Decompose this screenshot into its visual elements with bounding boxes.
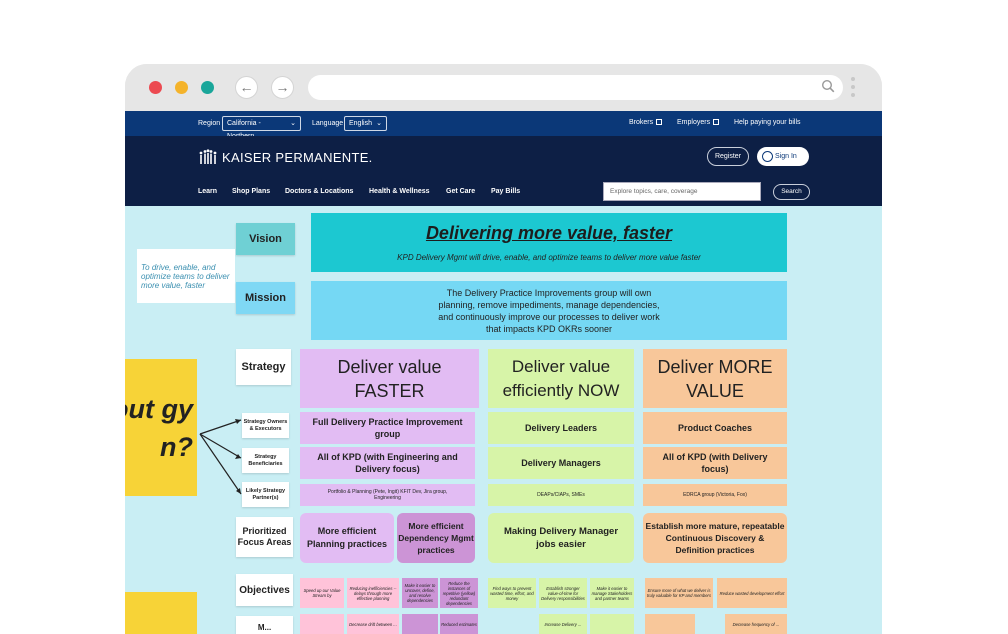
objective-card: Ensure more of what we deliver is truly … bbox=[645, 578, 713, 608]
focus-areas-label: Prioritized Focus Areas bbox=[236, 517, 293, 557]
owner-card-3: Product Coaches bbox=[643, 412, 787, 444]
focus-card-delivery-jobs: Making Delivery Manager jobs easier bbox=[488, 513, 634, 563]
objective-card-cut bbox=[590, 614, 634, 634]
objective-card-cut: Reduced estimates bbox=[440, 614, 478, 634]
arrow-left-icon[interactable]: ← bbox=[235, 76, 258, 99]
owner-card-1: Full Delivery Practice Improvement group bbox=[300, 412, 475, 444]
objective-card: Make it easier to manage Stakeholders an… bbox=[590, 578, 634, 608]
objectives-label: Objectives bbox=[236, 574, 293, 606]
web-page: Region California - Northern⌄ Language E… bbox=[125, 111, 882, 634]
kaiser-logo-icon bbox=[199, 149, 217, 164]
yellow-sticky-note: out gy n? bbox=[125, 359, 197, 496]
sign-in-button[interactable]: Sign In bbox=[757, 147, 809, 166]
vision-note: To drive, enable, and optimize teams to … bbox=[137, 249, 235, 303]
site-header: KAISER PERMANENTE. Register Sign In Lear… bbox=[125, 136, 882, 206]
vision-title: Delivering more value, faster bbox=[425, 223, 673, 243]
browser-window: ← → Region California - Northern⌄ Langua… bbox=[125, 64, 882, 634]
objective-card-cut bbox=[402, 614, 438, 634]
partner-card-2: DEAPs/CIAPs, SMEs bbox=[488, 484, 634, 506]
strategy-more-value-card: Deliver MORE VALUE bbox=[643, 349, 787, 408]
language-value: English bbox=[349, 120, 372, 127]
focus-card-discovery: Establish more mature, repeatable Contin… bbox=[643, 513, 787, 563]
vision-subtitle: KPD Delivery Mgmt will drive, enable, an… bbox=[397, 253, 701, 262]
minimize-window-icon[interactable] bbox=[175, 81, 188, 94]
nav-get-care[interactable]: Get Care bbox=[446, 188, 476, 195]
nav-learn[interactable]: Learn bbox=[198, 188, 218, 195]
magnifier-icon[interactable] bbox=[821, 79, 835, 93]
mission-label: Mission bbox=[236, 282, 295, 314]
brokers-link[interactable]: Brokers bbox=[629, 119, 663, 126]
objective-card-cut: Increase Delivery ... bbox=[539, 614, 587, 634]
chevron-down-icon: ⌄ bbox=[376, 120, 382, 127]
objective-card-cut bbox=[645, 614, 695, 634]
kaiser-logo[interactable]: KAISER PERMANENTE. bbox=[198, 148, 373, 166]
objective-card: Reduce wasted development effort bbox=[717, 578, 787, 608]
logo-text: KAISER PERMANENTE. bbox=[222, 149, 373, 165]
beneficiary-card-3: All of KPD (with Delivery focus) bbox=[643, 447, 787, 479]
address-bar[interactable] bbox=[308, 75, 843, 100]
region-label: Region bbox=[198, 120, 221, 127]
cut-label: M... bbox=[236, 616, 293, 634]
employers-link[interactable]: Employers bbox=[677, 119, 720, 126]
chevron-down-icon: ⌄ bbox=[290, 120, 296, 127]
utility-bar: Region California - Northern⌄ Language E… bbox=[125, 111, 882, 140]
register-button[interactable]: Register bbox=[707, 147, 749, 166]
objective-card: Make it easier to uncover, define, and r… bbox=[402, 578, 438, 608]
beneficiaries-label: Strategy Beneficiaries bbox=[242, 448, 289, 473]
focus-card-planning: More efficient Planning practices bbox=[300, 513, 394, 563]
partner-card-1: Portfolio & Planning (Pete, Ingit) KFIT … bbox=[300, 484, 475, 506]
partner-card-3: EDRCA group (Victoria, Fox) bbox=[643, 484, 787, 506]
beneficiary-card-1: All of KPD (with Engineering and Deliver… bbox=[300, 447, 475, 479]
external-link-icon bbox=[713, 119, 720, 125]
focus-card-dependency: More efficient Dependency Mgmt practices bbox=[397, 513, 475, 563]
mission-banner: The Delivery Practice Improvements group… bbox=[311, 281, 787, 340]
beneficiary-card-2: Delivery Managers bbox=[488, 447, 634, 479]
site-search-input[interactable]: Explore topics, care, coverage bbox=[603, 182, 761, 201]
language-select[interactable]: English ⌄ bbox=[344, 116, 387, 131]
partners-label: Likely Strategy Partner(s) bbox=[242, 482, 289, 507]
objective-card: Reduce the instances of repetitive (yell… bbox=[440, 578, 478, 608]
kebab-menu-icon[interactable] bbox=[851, 77, 855, 101]
vision-banner: Delivering more value, faster KPD Delive… bbox=[311, 213, 787, 272]
strategy-board: Vision To drive, enable, and optimize te… bbox=[125, 206, 882, 634]
vision-label: Vision bbox=[236, 223, 295, 255]
close-window-icon[interactable] bbox=[149, 81, 162, 94]
employers-label: Employers bbox=[677, 119, 711, 126]
objective-card: Establish stronger value-of-time for Del… bbox=[539, 578, 587, 608]
search-button[interactable]: Search bbox=[773, 184, 810, 200]
strategy-label: Strategy bbox=[236, 349, 291, 385]
language-label: Language bbox=[312, 120, 344, 127]
nav-shop-plans[interactable]: Shop Plans bbox=[232, 188, 271, 195]
nav-health-wellness[interactable]: Health & Wellness bbox=[369, 188, 430, 195]
brokers-label: Brokers bbox=[629, 119, 654, 126]
objective-card: Speed up our Value Stream by bbox=[300, 578, 344, 608]
objective-card-cut: Decrease frequency of ... bbox=[725, 614, 787, 634]
arrow-right-icon[interactable]: → bbox=[271, 76, 294, 99]
region-select[interactable]: California - Northern⌄ bbox=[222, 116, 301, 140]
nav-pay-bills[interactable]: Pay Bills bbox=[491, 188, 521, 195]
objective-card-cut: Decrease drift between ... bbox=[347, 614, 399, 634]
owner-card-2: Delivery Leaders bbox=[488, 412, 634, 444]
browser-chrome: ← → bbox=[125, 64, 882, 111]
external-link-icon bbox=[656, 119, 663, 125]
nav-doctors-locations[interactable]: Doctors & Locations bbox=[285, 188, 354, 195]
sign-in-label: Sign In bbox=[775, 153, 797, 160]
strategy-now-card: Deliver value efficiently NOW bbox=[488, 349, 634, 408]
help-paying-link[interactable]: Help paying your bills bbox=[734, 119, 801, 126]
owners-label: Strategy Owners & Executors bbox=[242, 413, 289, 438]
objective-card-cut bbox=[300, 614, 344, 634]
yellow-sticky-note-lower bbox=[125, 592, 197, 634]
arrows-icon bbox=[199, 419, 242, 495]
user-icon bbox=[762, 151, 773, 162]
strategy-faster-card: Deliver value FASTER bbox=[300, 349, 479, 408]
objective-card: Reducing inefficiencies -- delays throug… bbox=[347, 578, 399, 608]
maximize-window-icon[interactable] bbox=[201, 81, 214, 94]
objective-card: Find ways to prevent wasted time, effort… bbox=[488, 578, 536, 608]
